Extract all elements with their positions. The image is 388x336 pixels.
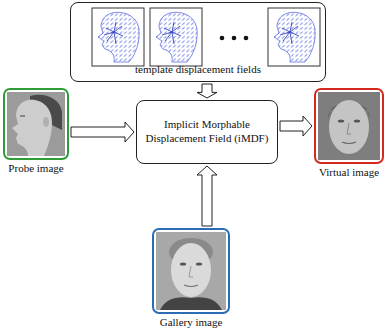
gallery-photo: [156, 232, 226, 310]
photo-ground: [7, 92, 65, 156]
process-box: Implicit Morphable Displacement Field (i…: [136, 100, 278, 164]
face: [171, 243, 211, 297]
image-caption: Gallery image: [160, 316, 223, 330]
eye: [338, 119, 344, 122]
face: [329, 100, 369, 154]
block-arrow: [71, 122, 134, 142]
image-caption: Virtual image: [319, 166, 379, 180]
face-profile: [12, 100, 52, 156]
eye: [20, 115, 25, 116]
node-label: Implicit Morphable Displacement Field (i…: [142, 118, 272, 146]
eye: [354, 119, 360, 122]
eye: [180, 262, 186, 265]
ear: [43, 117, 49, 127]
block-arrow: [197, 84, 217, 98]
nose: [347, 123, 351, 134]
eye: [196, 262, 202, 265]
gallery-frame: Gallery image: [152, 228, 230, 314]
template-field: [92, 8, 144, 66]
probe-photo: [7, 92, 65, 156]
virtual-frame: Virtual image: [314, 88, 384, 164]
template-panel: template displacement fields: [70, 2, 326, 82]
block-arrow: [280, 116, 312, 136]
dot: [232, 36, 237, 41]
image-caption: Probe image: [8, 162, 63, 176]
node-label: template displacement fields: [135, 63, 261, 77]
photo-ground: [318, 92, 380, 160]
mouth: [184, 285, 198, 287]
dot: [220, 36, 225, 41]
ellipsis-dots: [220, 36, 249, 41]
template-field: [150, 8, 202, 66]
dot: [244, 36, 249, 41]
nose: [189, 266, 193, 277]
virtual-photo: [318, 92, 380, 160]
mouth: [342, 142, 356, 144]
shirt: [160, 297, 222, 310]
probe-frame: Probe image: [3, 88, 69, 160]
block-arrow: [197, 166, 217, 226]
photo-ground: [156, 232, 226, 310]
template-field: [268, 8, 320, 66]
